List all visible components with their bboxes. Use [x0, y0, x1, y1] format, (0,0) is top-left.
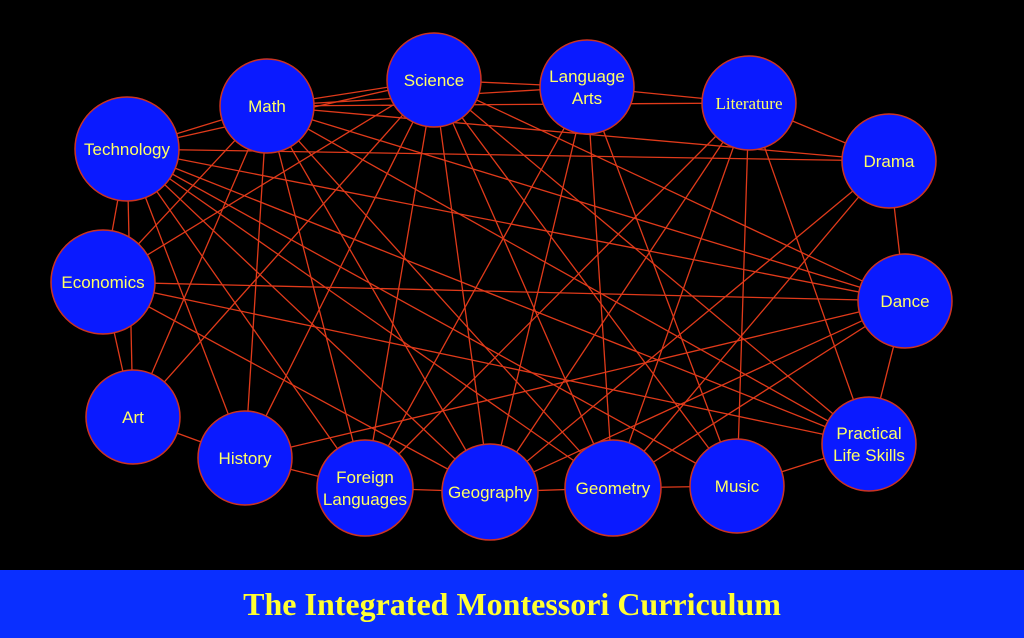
node-label: Music [715, 477, 760, 496]
node-circle [539, 39, 635, 135]
node-circle [386, 32, 482, 128]
edge-literature-practical-life-skills [748, 102, 870, 445]
node-label: Technology [84, 140, 171, 159]
node-drama: Drama [841, 113, 937, 209]
node-label: Literature [715, 94, 782, 113]
node-economics: Economics [50, 229, 156, 335]
node-label: Geography [448, 483, 533, 502]
edge-math-geography [266, 105, 491, 493]
edge-literature-geography [489, 102, 750, 493]
node-dance: Dance [857, 253, 953, 349]
edge-math-art [132, 105, 268, 418]
node-circle [701, 55, 797, 151]
edge-economics-practical-life-skills [102, 281, 870, 445]
edge-language-arts-geometry [586, 86, 614, 489]
node-label: Foreign [336, 468, 394, 487]
node-circle [219, 58, 315, 154]
node-technology: Technology [74, 96, 180, 202]
node-label: Math [248, 97, 286, 116]
node-circle [441, 443, 539, 541]
edge-technology-practical-life-skills [126, 148, 870, 445]
node-circle [197, 410, 293, 506]
edge-math-geometry [266, 105, 614, 489]
edge-dance-geometry [612, 300, 906, 489]
node-circle [821, 396, 917, 492]
node-circle [74, 96, 180, 202]
edge-language-arts-geography [489, 86, 588, 493]
edge-literature-music [736, 102, 750, 487]
edge-science-art [132, 79, 435, 418]
edge-science-history [244, 79, 435, 459]
edge-language-arts-music [586, 86, 738, 487]
node-geography: Geography [441, 443, 539, 541]
node-circle [689, 438, 785, 534]
node-circle [564, 439, 662, 537]
node-label: History [219, 449, 272, 468]
node-label: Life Skills [833, 446, 905, 465]
edge-science-dance [433, 79, 906, 302]
node-label: Language [549, 67, 625, 86]
node-circle [316, 439, 414, 537]
page-title: The Integrated Montessori Curriculum [243, 585, 781, 622]
node-label: Geometry [576, 479, 651, 498]
edge-drama-geometry [612, 160, 890, 489]
edge-economics-geography [102, 281, 491, 493]
edge-technology-foreign-languages [126, 148, 366, 489]
edge-math-history [244, 105, 268, 459]
node-math: Math [219, 58, 315, 154]
node-label: Science [404, 71, 464, 90]
edge-science-foreign-languages [364, 79, 435, 489]
edge-science-geography [433, 79, 491, 493]
edge-dance-history [244, 300, 906, 459]
node-label: Drama [863, 152, 915, 171]
node-circle [841, 113, 937, 209]
node-circle [85, 369, 181, 465]
edge-math-foreign-languages [266, 105, 366, 489]
edge-drama-geography [489, 160, 890, 493]
node-label: Arts [572, 89, 602, 108]
title-bar: The Integrated Montessori Curriculum [0, 570, 1024, 638]
node-art: Art [85, 369, 181, 465]
edge-science-music [433, 79, 738, 487]
node-label: Art [122, 408, 144, 427]
node-circle [857, 253, 953, 349]
edge-technology-history [126, 148, 246, 459]
edge-technology-geometry [126, 148, 614, 489]
node-circle [50, 229, 156, 335]
node-history: History [197, 410, 293, 506]
node-label: Languages [323, 490, 407, 509]
node-label: Practical [836, 424, 901, 443]
edge-technology-geography [126, 148, 491, 493]
edge-technology-dance [126, 148, 906, 302]
edge-math-literature [266, 102, 750, 107]
edge-science-practical-life-skills [433, 79, 870, 445]
node-label: Dance [880, 292, 929, 311]
edge-science-geometry [433, 79, 614, 489]
edge-science-economics [102, 79, 435, 283]
edge-literature-foreign-languages [364, 102, 750, 489]
node-science: Science [386, 32, 482, 128]
node-literature: Literature [701, 55, 797, 151]
node-label: Economics [61, 273, 144, 292]
edge-dance-economics [102, 281, 906, 302]
node-music: Music [689, 438, 785, 534]
edge-dance-geography [489, 300, 906, 493]
node-geometry: Geometry [564, 439, 662, 537]
